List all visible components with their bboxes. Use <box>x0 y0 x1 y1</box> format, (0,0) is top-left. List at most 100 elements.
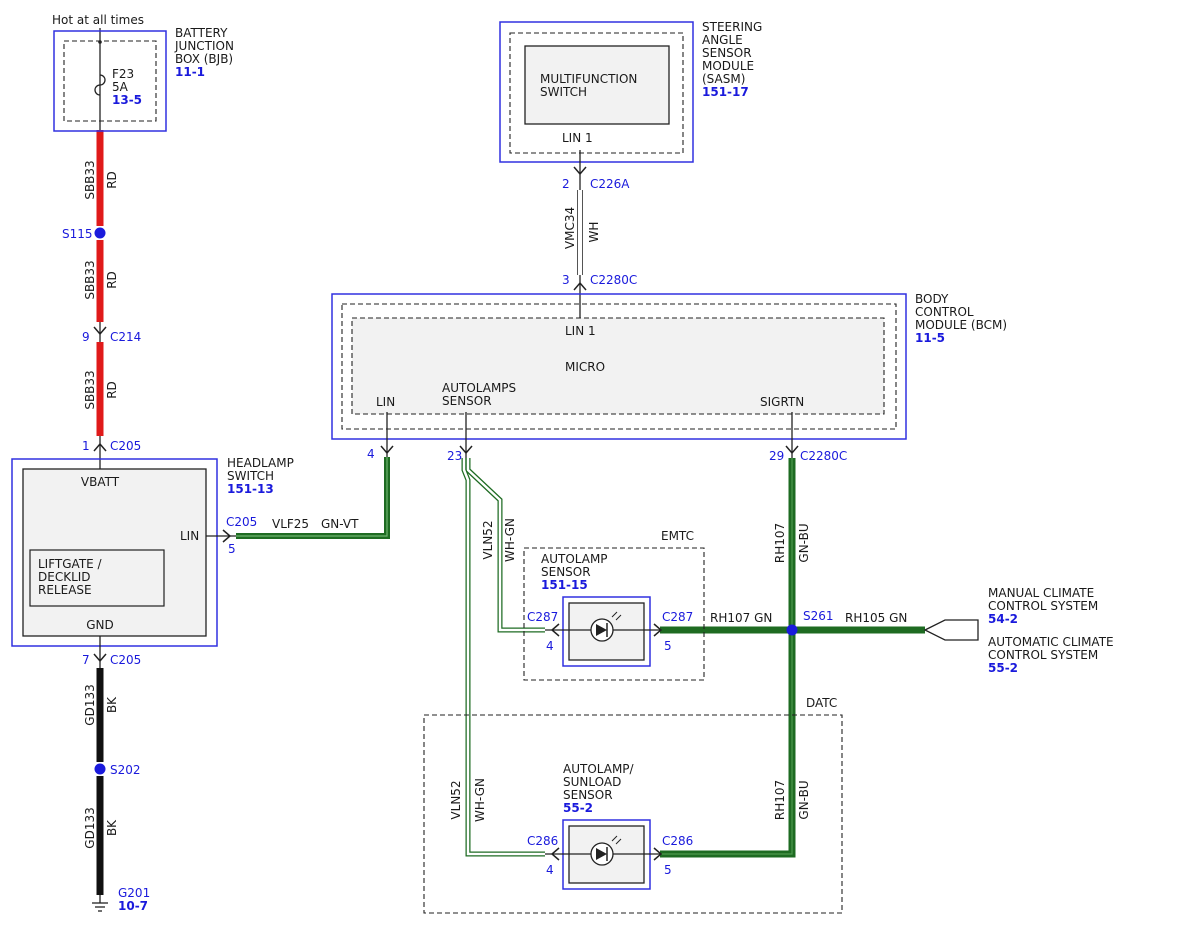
bcm-box <box>331 293 907 440</box>
c286-right-label: C286 <box>662 834 693 848</box>
fuse-rating: 5A <box>112 80 129 94</box>
wire-label-vlf25: VLF25 <box>272 517 309 531</box>
bjb-inner <box>63 40 157 122</box>
c2280c-top-label: C2280C <box>590 273 637 287</box>
datc-label: DATC <box>806 696 837 710</box>
manual-climate-label-1: MANUAL CLIMATE <box>988 586 1094 600</box>
connector-c214 <box>93 322 107 342</box>
wire-label-wh-gn-1: WH-GN <box>503 518 517 562</box>
c286-left-arrow-icon <box>550 847 560 861</box>
wire-label-gd133-1: GD133 <box>83 684 97 725</box>
ground-icon <box>92 895 108 912</box>
wire-label-sbb33-3: SBB33 <box>83 370 97 409</box>
photodiode-icon <box>545 835 660 866</box>
liftgate-label-3: RELEASE <box>38 583 92 597</box>
c287-left-pin: 4 <box>546 639 554 653</box>
bcm-ref[interactable]: 11-5 <box>915 331 945 345</box>
wire-vln52-wh-gn <box>461 458 545 857</box>
wire-label-gd133-2: GD133 <box>83 807 97 848</box>
sasm-outer-dash <box>509 32 684 154</box>
splice-s202 <box>94 763 106 775</box>
sasm-title-5: (SASM) <box>702 72 745 86</box>
sasm-lin1-label: LIN 1 <box>562 131 593 145</box>
bcm-title-3: MODULE (BCM) <box>915 318 1007 332</box>
bcm-micro-label: MICRO <box>565 360 605 374</box>
connector-c205-lin <box>206 529 236 543</box>
bcm-pin-29: 29 <box>769 449 784 463</box>
c287-right-label: C287 <box>662 610 693 624</box>
emtc-sensor-title-2: SENSOR <box>541 565 591 579</box>
c286-right-pin: 5 <box>664 863 672 877</box>
c2280c-bottom-label: C2280C <box>800 449 847 463</box>
manual-climate-ref[interactable]: 54-2 <box>988 612 1018 626</box>
c205-gnd-label: C205 <box>110 653 141 667</box>
liftgate-box <box>29 549 165 607</box>
wire-label-rd-1: RD <box>105 171 119 189</box>
connector-c205-top <box>93 436 107 470</box>
c287-left-label: C287 <box>527 610 558 624</box>
connector-bcm-pin-23 <box>459 412 473 458</box>
c205-top-pin: 1 <box>82 439 90 453</box>
wire-label-rh105-gn: RH105 GN <box>845 611 907 625</box>
splice-s261 <box>786 624 798 636</box>
ground-name: G201 <box>118 886 150 900</box>
wire-label-gn-vt: GN-VT <box>321 517 359 531</box>
emtc-sensor-title-1: AUTOLAMP <box>541 552 608 566</box>
multifunction-label-1: MULTIFUNCTION <box>540 72 637 86</box>
wire-label-vmc34: VMC34 <box>563 207 577 249</box>
wire-label-rh107-2: RH107 <box>773 780 787 820</box>
sasm-box <box>499 21 694 163</box>
bcm-title-2: CONTROL <box>915 305 974 319</box>
emtc-sensor-ref[interactable]: 151-15 <box>541 578 588 592</box>
fuse-name: F23 <box>112 67 134 81</box>
c214-label: C214 <box>110 330 141 344</box>
hot-at-all-times-label: Hot at all times <box>52 13 144 27</box>
bjb-title-2: JUNCTION <box>174 39 234 53</box>
connector-bcm-pin-4 <box>380 412 394 457</box>
headlamp-title-1: HEADLAMP <box>227 456 294 470</box>
datc-boundary <box>423 714 843 914</box>
bcm-autolamps-label-1: AUTOLAMPS <box>442 381 516 395</box>
c287-right-arrow-icon <box>653 623 663 637</box>
sasm-title-4: MODULE <box>702 59 754 73</box>
c205-gnd-pin: 7 <box>82 653 90 667</box>
connector-c226a <box>573 150 587 190</box>
headlamp-ref[interactable]: 151-13 <box>227 482 274 496</box>
auto-climate-ref[interactable]: 55-2 <box>988 661 1018 675</box>
bcm-lin-label: LIN <box>376 395 395 409</box>
wire-label-gn-bu-2: GN-BU <box>797 780 811 819</box>
liftgate-label-1: LIFTGATE / <box>38 557 103 571</box>
multifunction-label-2: SWITCH <box>540 85 587 99</box>
wire-label-bk-2: BK <box>105 819 119 836</box>
bjb-box <box>53 30 167 132</box>
datc-sensor-ref[interactable]: 55-2 <box>563 801 593 815</box>
auto-climate-label-2: CONTROL SYSTEM <box>988 648 1098 662</box>
ground-ref[interactable]: 10-7 <box>118 899 148 913</box>
vbatt-label: VBATT <box>81 475 120 489</box>
splice-s115 <box>94 227 106 239</box>
c287-right-pin: 5 <box>664 639 672 653</box>
wire-vlf25-gn-vt <box>236 457 390 539</box>
wire-label-sbb33-1: SBB33 <box>83 160 97 199</box>
sasm-ref[interactable]: 151-17 <box>702 85 749 99</box>
emtc-boundary <box>523 547 705 681</box>
emtc-sensor-box <box>562 596 651 667</box>
datc-sensor-title-1: AUTOLAMP/ <box>563 762 635 776</box>
c226a-label: C226A <box>590 177 630 191</box>
c226a-pin: 2 <box>562 177 570 191</box>
wire-label-sbb33-2: SBB33 <box>83 260 97 299</box>
bjb-title-3: BOX (BJB) <box>175 52 233 66</box>
splice-s261-label: S261 <box>803 609 834 623</box>
c214-pin: 9 <box>82 330 90 344</box>
bjb-ref[interactable]: 11-1 <box>175 65 205 79</box>
emtc-label: EMTC <box>661 529 694 543</box>
fuse-ref[interactable]: 13-5 <box>112 93 142 107</box>
headlamp-lin-label: LIN <box>180 529 199 543</box>
c205-lin-pin: 5 <box>228 542 236 556</box>
wire-label-vln52-1: VLN52 <box>481 520 495 559</box>
wire-label-rd-2: RD <box>105 271 119 289</box>
liftgate-label-2: DECKLID <box>38 570 91 584</box>
climate-connector-icon <box>923 619 979 641</box>
headlamp-switch-box <box>11 458 218 647</box>
headlamp-title-2: SWITCH <box>227 469 274 483</box>
